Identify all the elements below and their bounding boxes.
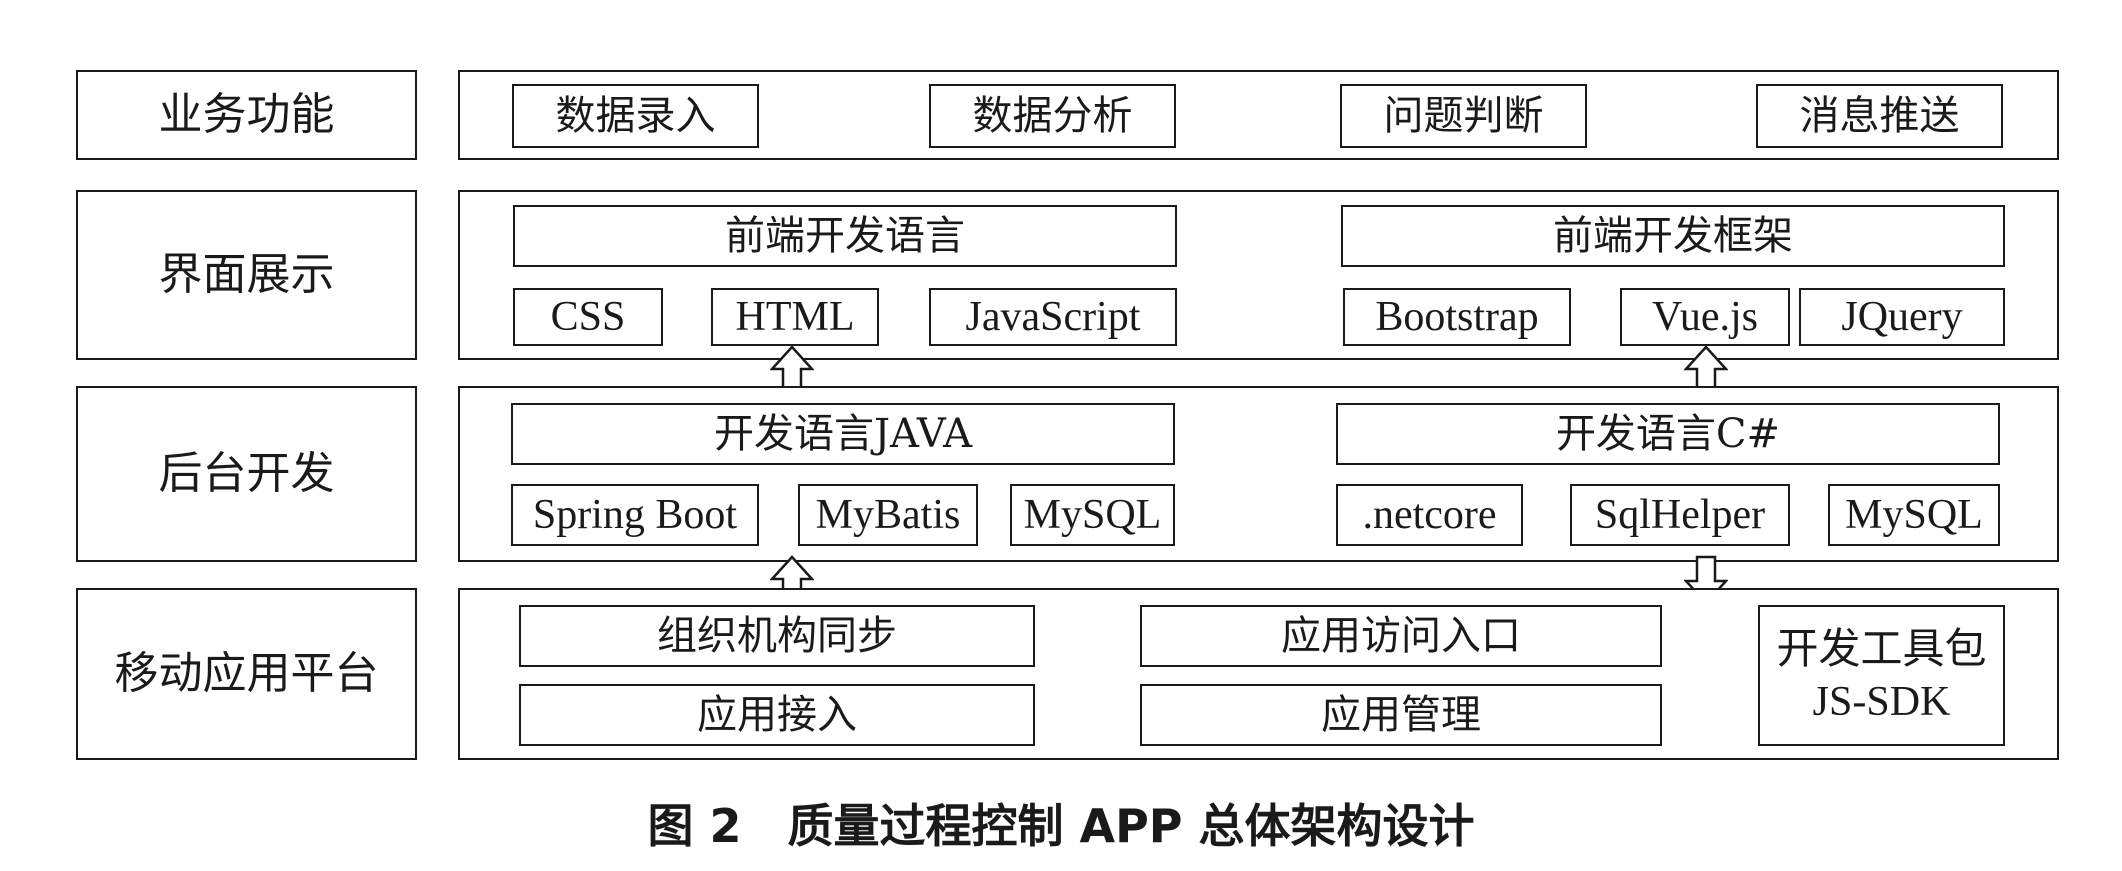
sdk-line-2: JS-SDK (1812, 678, 1951, 725)
tech-item: .netcore (1336, 484, 1523, 546)
business-item: 数据分析 (929, 84, 1176, 148)
platform-item: 组织机构同步 (519, 605, 1035, 667)
layer-label-ui: 界面展示 (76, 190, 417, 360)
platform-item: 应用访问入口 (1140, 605, 1662, 667)
frontend-language-title: 前端开发语言 (513, 205, 1177, 267)
business-item: 问题判断 (1340, 84, 1587, 148)
backend-java-title: 开发语言JAVA (511, 403, 1175, 465)
platform-item: 应用接入 (519, 684, 1035, 746)
tech-item: JavaScript (929, 288, 1177, 346)
tech-item: Spring Boot (511, 484, 759, 546)
platform-item: 应用管理 (1140, 684, 1662, 746)
figure-caption: 图 2 质量过程控制 APP 总体架构设计 (647, 799, 1475, 853)
layer-label-mobile-platform: 移动应用平台 (76, 588, 417, 760)
frontend-framework-title: 前端开发框架 (1341, 205, 2005, 267)
business-item: 数据录入 (512, 84, 759, 148)
layer-label-backend: 后台开发 (76, 386, 417, 562)
tech-item: MySQL (1010, 484, 1175, 546)
sdk-box: 开发工具包 JS-SDK (1758, 605, 2005, 746)
business-item: 消息推送 (1756, 84, 2003, 148)
sdk-line-1: 开发工具包 (1776, 624, 1987, 673)
tech-item: JQuery (1799, 288, 2005, 346)
tech-item: Vue.js (1620, 288, 1790, 346)
tech-item: SqlHelper (1570, 484, 1790, 546)
tech-item: Bootstrap (1343, 288, 1571, 346)
tech-item: HTML (711, 288, 879, 346)
tech-item: MySQL (1828, 484, 2000, 546)
backend-csharp-title: 开发语言C# (1336, 403, 2000, 465)
tech-item: MyBatis (798, 484, 978, 546)
layer-label-business: 业务功能 (76, 70, 417, 160)
tech-item: CSS (513, 288, 663, 346)
